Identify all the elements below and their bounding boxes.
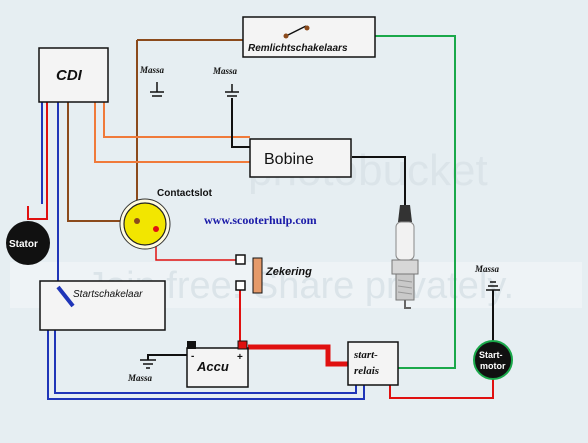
- massa-label-1: Massa: [139, 65, 165, 75]
- accu-massa-wire: [147, 354, 187, 360]
- zekering-label: Zekering: [265, 266, 312, 278]
- massa-label-3: Massa: [127, 373, 153, 383]
- start-relais-label-2: relais: [354, 365, 379, 377]
- massa-ground-1: Massa: [139, 65, 165, 97]
- orange-wire-bobine-2: [103, 102, 250, 138]
- contactslot-label: Contactslot: [157, 188, 213, 199]
- accu-minus-sign: -: [191, 351, 194, 362]
- accu-terminal-plus: [237, 340, 248, 350]
- stator: Stator: [6, 221, 50, 265]
- blue-wire-relais-1: [47, 286, 365, 400]
- red-main-cable: [248, 344, 348, 367]
- brown-wire-cdi: [67, 102, 137, 222]
- red-wire-contactslot: [155, 232, 240, 261]
- remlicht-switch-contact: [285, 25, 307, 37]
- plug-cap: [398, 205, 412, 222]
- massa-ground-2: Massa: [212, 66, 239, 97]
- stator-circle: [6, 221, 50, 265]
- massa-label-4: Massa: [474, 264, 500, 274]
- remlicht-switch: Remlichtschakelaars: [242, 16, 376, 58]
- plug-thread-line-2: [397, 285, 413, 289]
- bobine-massa-wire: [231, 98, 250, 148]
- orange-wire-bobine: [94, 102, 250, 163]
- remlicht-terminal: [283, 33, 289, 39]
- spark-plug: [391, 205, 419, 309]
- start-relais: start- relais: [347, 341, 399, 386]
- massa-label-2: Massa: [212, 66, 238, 76]
- startschakelaar: Startschakelaar: [39, 280, 166, 331]
- start-motor: Start- motor: [473, 340, 513, 380]
- cdi-label: CDI: [56, 67, 83, 84]
- contactslot: Contactslot: [119, 188, 213, 250]
- startschakelaar-lever: [56, 285, 75, 308]
- plug-insulator: [395, 221, 415, 261]
- website-text: www.scooterhulp.com: [204, 213, 317, 227]
- startschakelaar-label: Startschakelaar: [73, 289, 143, 300]
- accu-battery: - + Accu: [186, 340, 249, 388]
- bobine-label: Bobine: [264, 151, 314, 168]
- remlicht-box: [242, 16, 376, 58]
- stator-label: Stator: [9, 239, 38, 250]
- plug-electrode: [404, 300, 411, 309]
- red-wire-stator: [27, 102, 48, 220]
- plug-thread-line-1: [397, 279, 413, 283]
- cdi-unit: CDI: [38, 47, 109, 103]
- plug-thread-line-3: [397, 291, 413, 295]
- contactslot-face: [123, 202, 167, 246]
- accu-label: Accu: [196, 359, 229, 374]
- bobine-coil: Bobine: [249, 138, 352, 178]
- accu-terminal-minus: [187, 341, 196, 349]
- green-wire: [375, 35, 456, 369]
- remlicht-terminal-2: [304, 25, 310, 31]
- cdi-box: [38, 47, 109, 103]
- massa-ground-3: Massa: [127, 359, 156, 383]
- start-relais-box: [347, 341, 399, 386]
- start-motor-label-2: motor: [480, 361, 506, 371]
- remlicht-label: Remlichtschakelaars: [248, 43, 348, 54]
- start-motor-circle: [473, 340, 513, 380]
- blue-wire-relais-2: [54, 305, 357, 394]
- start-relais-label-1: start-: [353, 349, 378, 361]
- zekering-body: [252, 257, 263, 294]
- start-motor-label-1: Start-: [479, 350, 503, 360]
- accu-box: [186, 347, 249, 388]
- red-wire-startmotor: [389, 378, 494, 399]
- bobine-box: [249, 138, 352, 178]
- contactslot-terminal-2: [153, 226, 159, 232]
- accu-plus-sign: +: [237, 352, 243, 363]
- massa-ground-4: Massa: [474, 264, 500, 291]
- plug-hex: [391, 259, 419, 275]
- contactslot-terminal-1: [134, 218, 140, 224]
- zekering-fuse: Zekering: [235, 254, 312, 294]
- ht-lead: [352, 156, 406, 210]
- zekering-terminal-bottom: [235, 280, 246, 291]
- zekering-terminal-top: [235, 254, 246, 265]
